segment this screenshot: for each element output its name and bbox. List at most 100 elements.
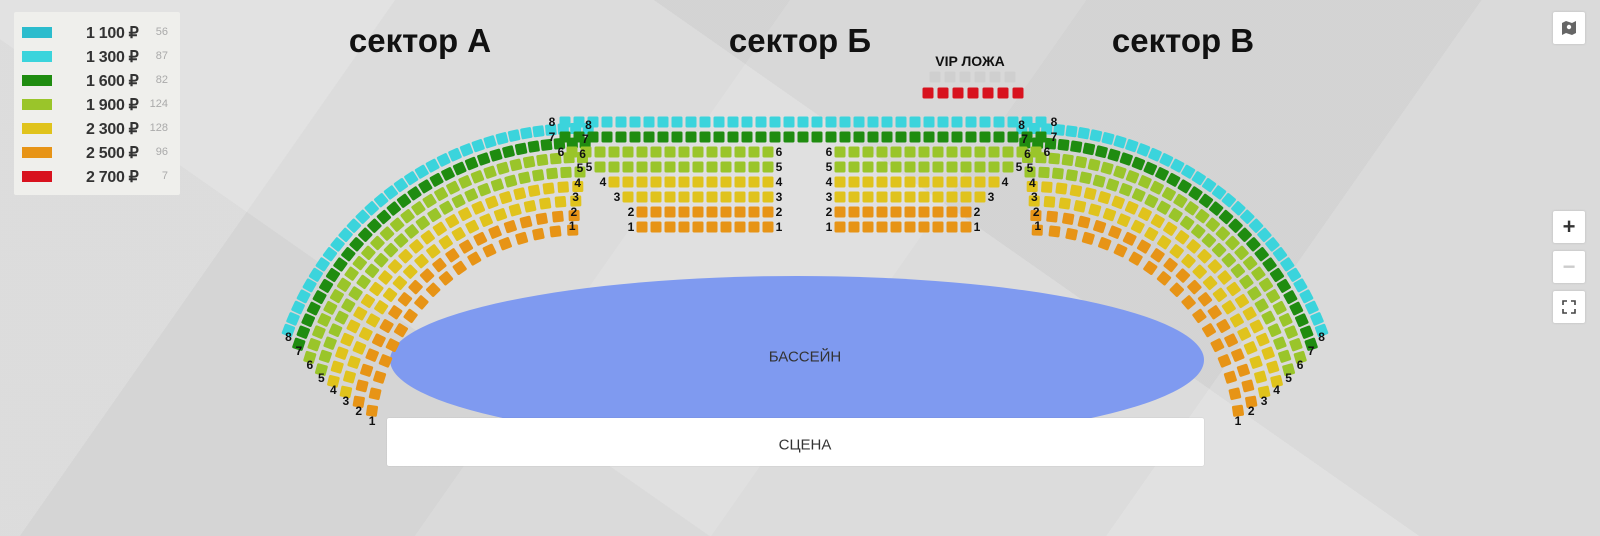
seat[interactable] (448, 147, 462, 162)
seat[interactable] (327, 374, 340, 388)
seat[interactable] (748, 221, 760, 233)
seat[interactable] (876, 146, 888, 158)
seat[interactable] (1254, 298, 1269, 313)
seat[interactable] (1216, 318, 1231, 333)
seat[interactable] (636, 206, 648, 218)
seat[interactable] (1261, 346, 1275, 360)
seat[interactable] (1057, 138, 1070, 151)
seat[interactable] (536, 154, 549, 166)
seat[interactable] (419, 268, 435, 284)
seat[interactable] (918, 176, 930, 188)
seat[interactable] (608, 146, 620, 158)
seat[interactable] (1113, 135, 1127, 149)
seat[interactable] (881, 131, 893, 143)
seat[interactable] (622, 161, 634, 173)
seat[interactable] (1207, 305, 1222, 320)
seat[interactable] (333, 257, 348, 272)
seat[interactable] (608, 176, 620, 188)
seat[interactable] (937, 87, 949, 99)
seat[interactable] (1031, 224, 1043, 236)
seat[interactable] (330, 237, 345, 252)
seat[interactable] (560, 166, 572, 179)
seat[interactable] (352, 341, 367, 355)
seat[interactable] (1168, 207, 1183, 223)
seat[interactable] (834, 191, 846, 203)
seat[interactable] (762, 146, 774, 158)
seat[interactable] (811, 131, 823, 143)
seat[interactable] (1208, 201, 1224, 216)
seat[interactable] (904, 221, 916, 233)
seat[interactable] (946, 206, 958, 218)
seat[interactable] (834, 206, 846, 218)
seat[interactable] (339, 385, 353, 399)
fullscreen-button[interactable] (1553, 291, 1585, 323)
seat[interactable] (671, 131, 683, 143)
seat[interactable] (518, 171, 531, 185)
seat[interactable] (1077, 215, 1091, 229)
seat[interactable] (1251, 266, 1266, 281)
seat[interactable] (1241, 379, 1255, 393)
seat[interactable] (1065, 227, 1078, 241)
seat[interactable] (503, 220, 517, 234)
seat[interactable] (515, 231, 529, 245)
seat[interactable] (727, 116, 739, 128)
seat[interactable] (720, 221, 732, 233)
seat[interactable] (355, 209, 371, 225)
seat[interactable] (360, 363, 374, 377)
seat[interactable] (867, 116, 879, 128)
seat[interactable] (1237, 327, 1252, 342)
seat[interactable] (539, 197, 552, 210)
seat[interactable] (1070, 140, 1083, 153)
seat[interactable] (825, 116, 837, 128)
seat[interactable] (498, 237, 512, 251)
seat[interactable] (1073, 200, 1087, 213)
seat[interactable] (1305, 300, 1320, 315)
seat[interactable] (853, 131, 865, 143)
seat[interactable] (862, 191, 874, 203)
seat[interactable] (650, 176, 662, 188)
seat[interactable] (344, 266, 359, 281)
seat[interactable] (570, 195, 582, 207)
seat[interactable] (678, 146, 690, 158)
seat[interactable] (532, 169, 545, 182)
seat[interactable] (542, 182, 555, 195)
seat[interactable] (1093, 220, 1107, 234)
seat[interactable] (1234, 245, 1250, 261)
seat[interactable] (1043, 195, 1056, 208)
seat[interactable] (636, 221, 648, 233)
seat[interactable] (959, 71, 971, 83)
seat[interactable] (281, 323, 296, 338)
seat[interactable] (1111, 195, 1125, 209)
seat[interactable] (1148, 147, 1162, 162)
seat[interactable] (1195, 208, 1210, 224)
seat[interactable] (1254, 246, 1269, 262)
seat[interactable] (692, 176, 704, 188)
seat[interactable] (323, 300, 338, 315)
seat[interactable] (495, 132, 509, 145)
seat[interactable] (420, 230, 435, 245)
seat[interactable] (1181, 253, 1197, 269)
seat[interactable] (385, 338, 400, 353)
seat[interactable] (1197, 292, 1213, 307)
seat[interactable] (622, 146, 634, 158)
seat[interactable] (748, 146, 760, 158)
seat[interactable] (762, 191, 774, 203)
seat[interactable] (622, 176, 634, 188)
seat[interactable] (1201, 177, 1217, 193)
seat[interactable] (1173, 193, 1188, 208)
seat[interactable] (496, 161, 510, 175)
seat[interactable] (1122, 231, 1137, 246)
seat[interactable] (923, 131, 935, 143)
seat[interactable] (418, 179, 433, 194)
seat[interactable] (1258, 277, 1274, 292)
seat[interactable] (540, 138, 553, 151)
seat[interactable] (439, 200, 454, 215)
legend-item[interactable]: 1 900 ₽124 (14, 93, 180, 117)
seat[interactable] (734, 206, 746, 218)
seat[interactable] (755, 116, 767, 128)
seat[interactable] (328, 323, 343, 338)
seat[interactable] (615, 116, 627, 128)
seat[interactable] (1211, 185, 1227, 200)
seat[interactable] (434, 187, 449, 202)
seat[interactable] (1108, 225, 1122, 239)
